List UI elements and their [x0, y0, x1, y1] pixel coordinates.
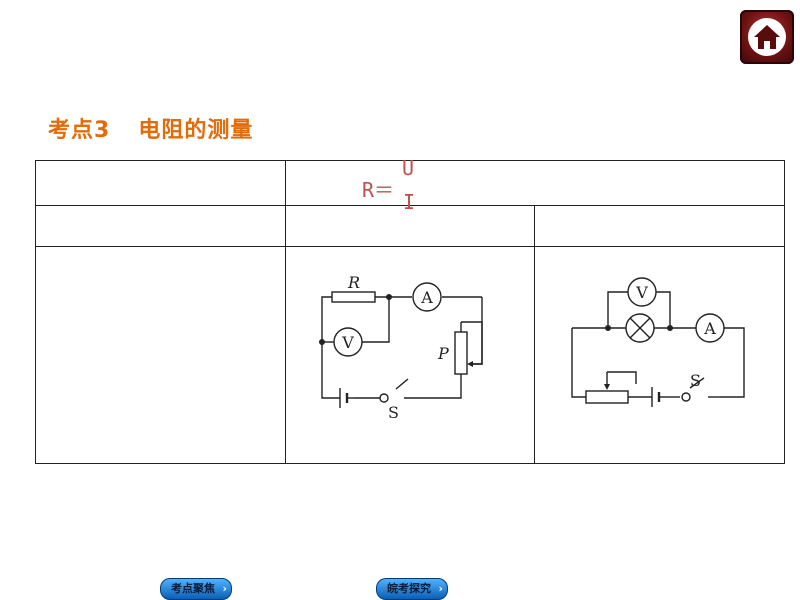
table-row-divider-2	[35, 246, 785, 247]
ammeter-label: A	[420, 288, 433, 307]
page-title: 考点3 电阻的测量	[48, 112, 253, 144]
focus-nav-button[interactable]: 考点聚焦 ›	[160, 578, 232, 600]
voltmeter-label: V	[635, 283, 648, 302]
home-icon	[754, 25, 780, 49]
formula-denominator: I	[403, 190, 416, 214]
table-border-bottom	[35, 463, 785, 464]
chevron-right-icon: ›	[222, 582, 227, 595]
rheostat	[454, 331, 468, 375]
voltmeter-symbol	[627, 277, 657, 307]
resistor-label: R	[347, 273, 360, 292]
voltmeter-symbol	[333, 327, 363, 357]
resistor-r	[331, 291, 376, 303]
rheostat	[585, 390, 629, 404]
switch-label: S	[690, 371, 701, 390]
table-row-divider-1	[35, 205, 785, 206]
table-border-top	[35, 160, 785, 161]
table-border-left	[35, 160, 36, 464]
home-button[interactable]	[740, 10, 794, 64]
chevron-right-icon: ›	[438, 582, 443, 595]
switch-contact	[379, 393, 389, 403]
switch-contact	[681, 392, 691, 402]
ammeter-symbol	[695, 313, 725, 343]
rheostat-label: P	[437, 344, 449, 363]
rheostat-slider-arrow	[604, 384, 610, 390]
focus-nav-button-label: 考点聚焦	[171, 582, 215, 595]
explore-nav-button[interactable]: 皖考探究 ›	[376, 578, 448, 600]
explore-nav-button-label: 皖考探究	[387, 582, 431, 595]
formula-numerator: U	[402, 156, 415, 180]
circuit-diagram-resistor: R A V P S	[319, 273, 483, 422]
voltmeter-label: V	[341, 333, 354, 352]
switch-label: S	[388, 403, 399, 422]
rheostat-slider-arrow	[470, 342, 483, 365]
page-title-label: 考点3	[48, 118, 111, 143]
ammeter-label: A	[703, 319, 716, 338]
page-title-text: 电阻的测量	[138, 118, 254, 143]
table-col-divider-1	[285, 160, 286, 464]
table-col-divider-2	[534, 205, 535, 464]
table-border-right	[784, 160, 785, 464]
ammeter-symbol	[412, 282, 442, 312]
circuit-diagram-lamp: V A S	[571, 277, 745, 407]
formula-lhs: R＝	[362, 178, 395, 202]
